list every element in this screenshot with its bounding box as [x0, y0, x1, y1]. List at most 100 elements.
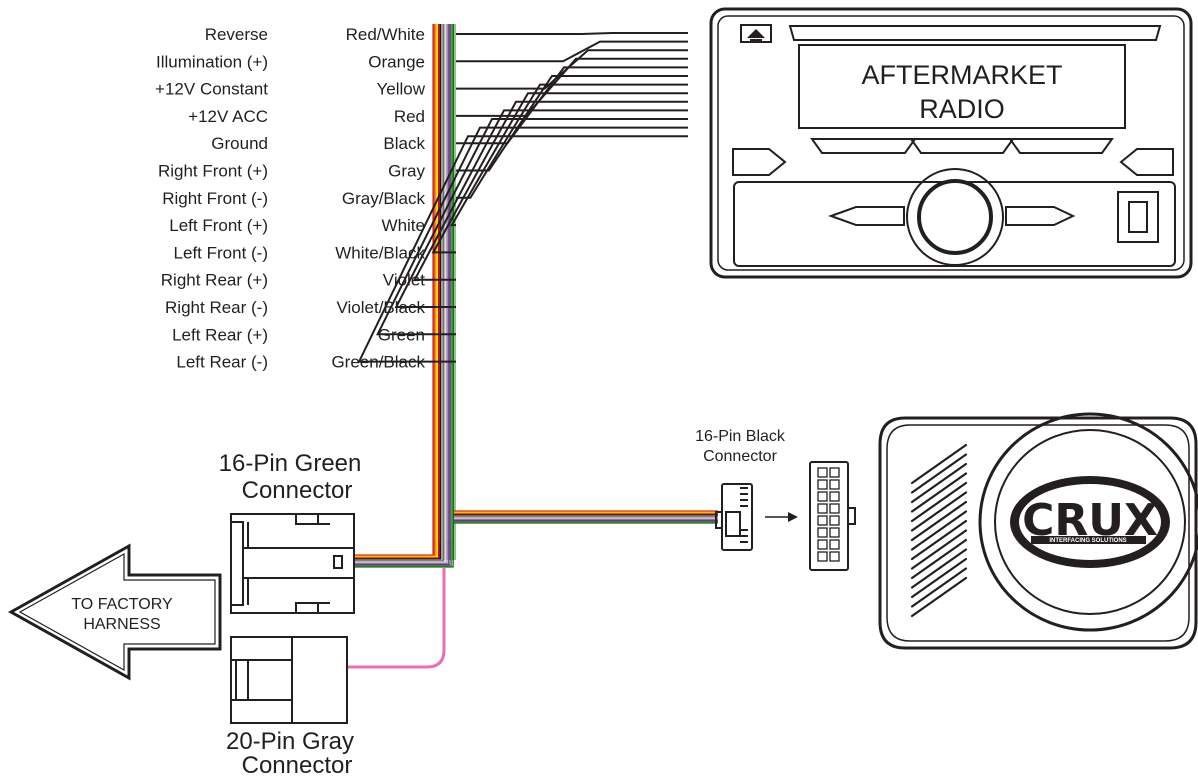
socket-pin [817, 539, 828, 550]
vent-slot [910, 491, 968, 532]
wire-function-label: Ground [211, 134, 268, 153]
radio-button-2 [909, 138, 1015, 154]
wire-function-label: Reverse [205, 25, 268, 44]
green-connector-strand [354, 540, 448, 564]
module-vents [910, 443, 968, 618]
green-connector-strand [354, 540, 435, 556]
green-connector-strand [354, 540, 438, 558]
eject-button [740, 24, 772, 43]
green-connector-strand [354, 540, 446, 563]
vent-slot [910, 557, 968, 599]
radio-wire-leader [413, 109, 688, 281]
socket-pin [829, 515, 840, 526]
vent-slot [910, 481, 968, 523]
socket-pin [817, 527, 828, 538]
to-factory-harness-arrow [7, 543, 222, 681]
socket-pin [817, 491, 828, 502]
green-connector-strand [354, 540, 451, 566]
green-connector-strand [354, 540, 443, 561]
seek-left-button [828, 206, 905, 226]
wire-function-label: Right Front (+) [158, 162, 268, 181]
plug-arrow [765, 512, 798, 522]
usb-port [1117, 191, 1159, 243]
wire-color-label: Gray/Black [342, 189, 426, 208]
wire-function-label: Left Front (+) [169, 216, 268, 235]
vent-slot [910, 453, 968, 494]
radio-wire-leader [376, 126, 688, 336]
wire-function-label: +12V ACC [188, 107, 268, 126]
wire-function-label: Illumination (+) [156, 52, 268, 71]
radio-title-line1: AFTERMARKET [861, 60, 1062, 90]
green-connector-strand [354, 540, 453, 567]
factory-arrow-label-line2: HARNESS [83, 616, 160, 633]
vent-slot [910, 519, 968, 561]
radio-wire-leader [456, 57, 688, 117]
wire-bundle-to-green-connector [354, 540, 454, 568]
radio-right-side-button [1119, 148, 1174, 176]
wire-color-label: White [382, 216, 425, 235]
wire-bundle-to-black-connector [454, 510, 718, 524]
vent-slot [910, 500, 968, 542]
wire-function-label: Right Front (-) [162, 189, 268, 208]
volume-knob [906, 168, 1004, 266]
green-connector-strand [354, 540, 454, 568]
radio-button-3 [1008, 138, 1114, 154]
vent-slot [910, 443, 968, 485]
socket-pin [829, 539, 840, 550]
eject-icon [747, 29, 765, 38]
wire-color-label: White/Black [335, 243, 425, 262]
wire-bundle-trunk [432, 24, 456, 560]
wire-function-label: Right Rear (+) [161, 271, 268, 290]
socket-pin [829, 527, 840, 538]
wire-color-label: Black [383, 134, 425, 153]
socket-pin [829, 467, 840, 478]
factory-arrow-label-line1: TO FACTORY [71, 596, 173, 613]
black-connector-label-line2: Connector [703, 448, 777, 465]
green-connector-strand [354, 540, 440, 559]
radio-display [798, 44, 1126, 129]
black-16-pin-plug [715, 483, 753, 551]
green-connector-label-line2: Connector [242, 477, 353, 504]
vent-slot [910, 472, 968, 513]
vent-slot [910, 576, 968, 618]
aftermarket-radio [709, 7, 1193, 279]
green-connector-strand [354, 540, 449, 565]
green-connector-label-line1: 16-Pin Green [219, 450, 362, 477]
vent-slot [910, 548, 968, 589]
wire-color-label: Red [394, 107, 425, 126]
socket-pin [817, 503, 828, 514]
socket-pin [829, 479, 840, 490]
wire-function-label: Left Front (-) [174, 243, 268, 262]
vent-slot [910, 529, 968, 570]
wire-color-label: Violet/Black [336, 298, 425, 317]
gray-connector-label-line1: 20-Pin Gray [226, 728, 354, 755]
radio-wire-leaders [357, 32, 688, 363]
crux-tagline: INTERFACING SOLUTIONS [1049, 538, 1126, 544]
arrow-inner-outline [18, 552, 216, 672]
socket-pin [829, 503, 840, 514]
vent-slot [910, 510, 968, 551]
radio-wire-leader [456, 66, 688, 145]
socket-pin [817, 551, 828, 562]
socket-pin [829, 491, 840, 502]
wire-color-label: Red/White [346, 25, 425, 44]
wire-color-label: Gray [388, 162, 425, 181]
socket-pin [817, 479, 828, 490]
socket-pin [829, 551, 840, 562]
green-16-pin-connector [230, 513, 355, 614]
crux-logo: CRUX [1022, 495, 1158, 546]
radio-left-side-button [732, 148, 787, 176]
radio-title-line2: RADIO [919, 94, 1005, 124]
wire-color-label: Orange [368, 52, 425, 71]
wire-function-label: Left Rear (+) [172, 325, 268, 344]
green-connector-strand [354, 540, 441, 560]
vent-slot [910, 538, 968, 580]
pink-wire [347, 568, 446, 669]
black-16-pin-socket [809, 461, 856, 571]
radio-wire-leader [456, 40, 688, 63]
green-connector-strand [354, 540, 437, 557]
wire-color-label: Yellow [376, 80, 425, 99]
seek-right-button [1005, 206, 1076, 226]
